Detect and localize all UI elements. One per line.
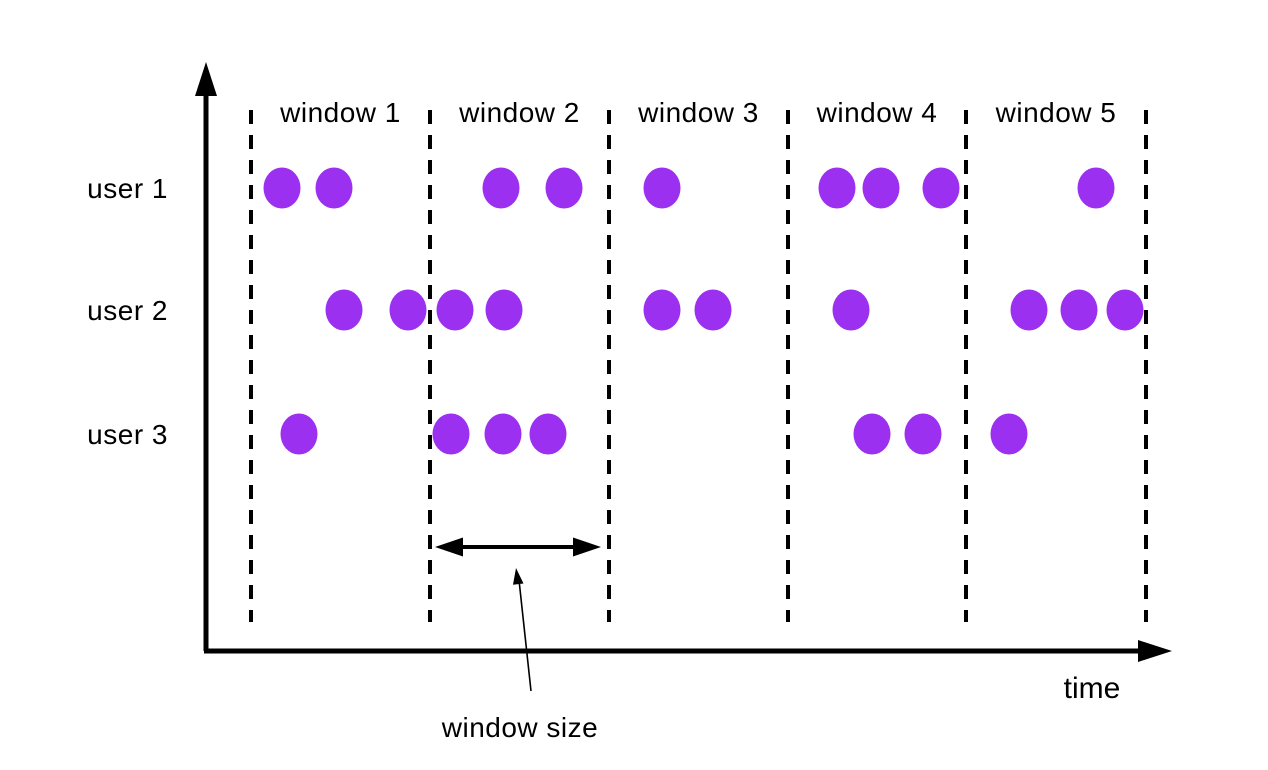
event-dot bbox=[529, 413, 567, 455]
event-dot bbox=[389, 289, 427, 331]
event-dot bbox=[485, 289, 523, 331]
user-rows: user 1 user 2 user 3 bbox=[87, 167, 1144, 455]
window-size-annotation: window size bbox=[435, 537, 601, 743]
window-boundaries bbox=[249, 110, 1148, 622]
event-dot bbox=[1106, 289, 1144, 331]
event-dot bbox=[263, 167, 301, 209]
window-label-4: window 4 bbox=[816, 97, 938, 128]
event-dot bbox=[818, 167, 856, 209]
event-dot bbox=[1077, 167, 1115, 209]
event-dot bbox=[853, 413, 891, 455]
event-dot bbox=[643, 289, 681, 331]
window-size-label: window size bbox=[441, 712, 598, 743]
event-dot bbox=[922, 167, 960, 209]
user-label-3: user 3 bbox=[87, 419, 168, 450]
event-dot bbox=[545, 167, 583, 209]
annotation-pointer-line bbox=[518, 579, 532, 692]
user-label-2: user 2 bbox=[87, 295, 168, 326]
window-size-arrow-right-head-icon bbox=[573, 537, 601, 557]
event-dot bbox=[436, 289, 474, 331]
event-dot bbox=[832, 289, 870, 331]
event-dot bbox=[315, 167, 353, 209]
window-size-arrow-left-head-icon bbox=[435, 537, 463, 557]
event-dot bbox=[862, 167, 900, 209]
time-axis-label: time bbox=[1064, 672, 1121, 705]
event-dot bbox=[694, 289, 732, 331]
user-row-1: user 1 bbox=[87, 167, 1115, 209]
event-dot bbox=[482, 167, 520, 209]
window-label-5: window 5 bbox=[995, 97, 1117, 128]
user-row-2: user 2 bbox=[87, 289, 1144, 331]
window-labels: window 1 window 2 window 3 window 4 window 5 bbox=[279, 97, 1116, 128]
event-dot bbox=[325, 289, 363, 331]
event-dot bbox=[280, 413, 318, 455]
event-dot bbox=[904, 413, 942, 455]
user-row-3: user 3 bbox=[87, 413, 1028, 455]
x-axis-arrowhead-icon bbox=[1138, 640, 1172, 662]
event-dot bbox=[1010, 289, 1048, 331]
user-label-1: user 1 bbox=[87, 173, 168, 204]
annotation-pointer-head-icon bbox=[513, 568, 524, 585]
event-dot bbox=[643, 167, 681, 209]
y-axis-arrowhead-icon bbox=[195, 62, 217, 96]
window-label-3: window 3 bbox=[637, 97, 759, 128]
event-dot bbox=[1060, 289, 1098, 331]
window-label-2: window 2 bbox=[458, 97, 580, 128]
window-label-1: window 1 bbox=[279, 97, 401, 128]
event-dot bbox=[432, 413, 470, 455]
event-dot bbox=[990, 413, 1028, 455]
event-dot bbox=[484, 413, 522, 455]
